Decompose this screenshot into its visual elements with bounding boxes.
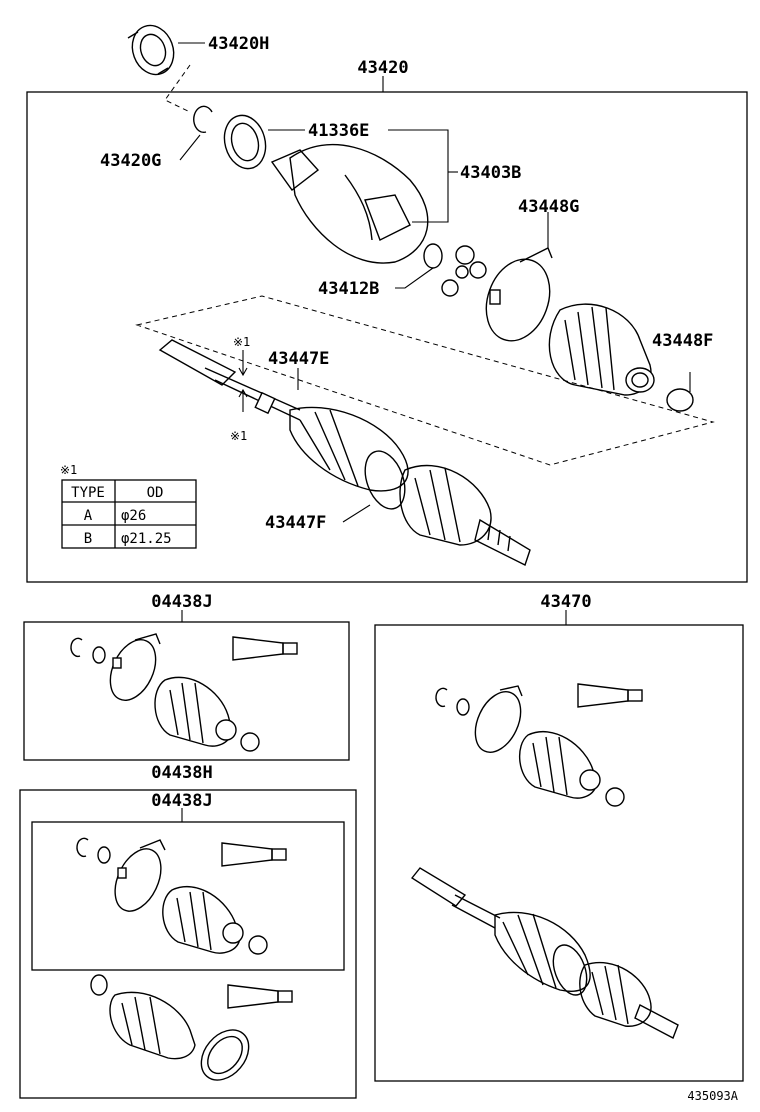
outer-joint-icon [270,143,429,264]
label-43420G: 43420G [100,151,161,171]
small-clamp-icon [666,388,694,412]
ring-icon [223,114,267,170]
kit-box-04438H [19,789,357,1099]
group-outline [135,295,715,466]
table-cell-type: A [84,508,93,524]
label-43403B: 43403B [460,163,521,183]
small-ring-icon [423,243,443,269]
table-cell-od: φ21.25 [121,531,172,547]
axle-shaft-icon [410,867,679,1039]
table-header-type: TYPE [71,485,105,501]
label-43447E: 43447E [268,349,329,369]
boot-and-ring-icon [90,974,293,1081]
od-table [61,479,197,549]
oil-seal-icon [127,24,175,76]
label-04438H-kit: 04438H [151,763,212,783]
kit-box-43470 [374,624,744,1082]
label-43470: 43470 [540,592,591,612]
table-note-mark: ※1 [60,463,77,477]
label-43448G: 43448G [518,197,579,217]
axle-shaft-icon [158,339,531,566]
label-43412B: 43412B [318,279,379,299]
note-mark-top: ※1 [233,335,250,349]
snap-ring-icon [193,105,213,134]
label-43420: 43420 [357,58,408,78]
subkit-box-04438J [31,821,345,971]
label-43448F: 43448F [652,331,713,351]
label-04438J-kit: 04438J [151,592,212,612]
kit-box-04438J [23,621,350,761]
figure-id: 435093A [687,1089,738,1103]
note-mark-bottom: ※1 [230,429,247,443]
boot-icon [548,303,655,396]
boot-kit-icon [70,633,298,752]
table-header-od: OD [147,485,164,501]
assembly-box-43420 [26,91,748,583]
label-04438J-subkit: 04438J [151,791,212,811]
label-43420H: 43420H [208,34,269,54]
label-41336E: 41336E [308,121,369,141]
boot-kit-icon [435,683,643,807]
boot-clamp-icon [485,247,553,342]
boot-kit-icon [76,837,287,955]
label-43447F: 43447F [265,513,326,533]
table-cell-od: φ26 [121,508,146,524]
tripod-icon [441,245,487,297]
table-cell-type: B [84,531,92,547]
